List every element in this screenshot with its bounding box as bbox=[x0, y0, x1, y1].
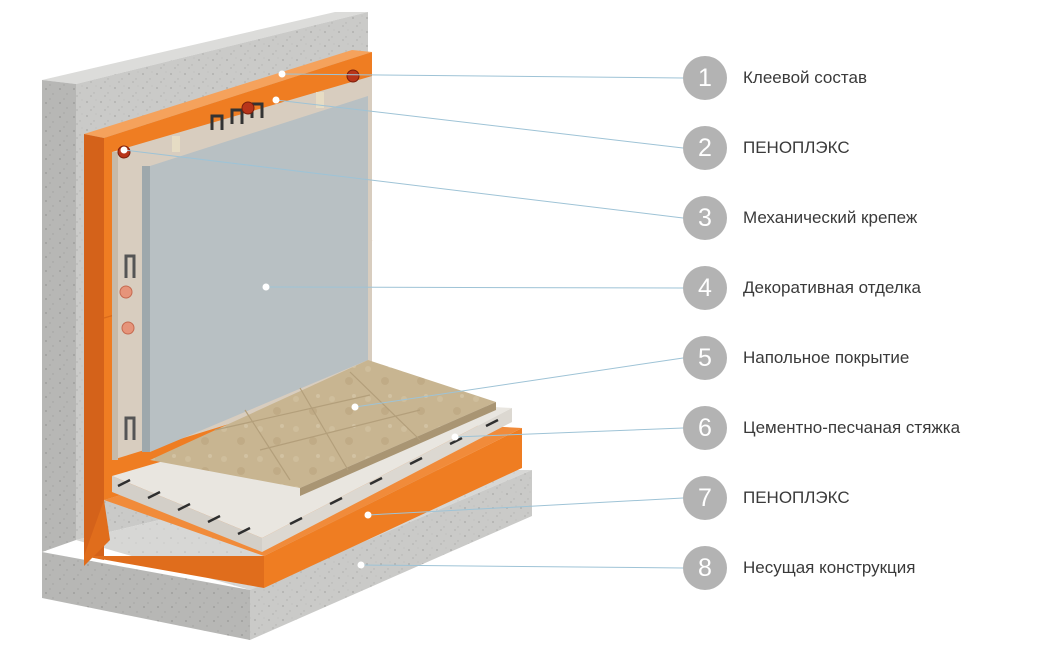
legend-number-badge: 4 bbox=[683, 266, 727, 310]
legend-item-6: 6 Цементно-песчаная стяжка bbox=[683, 406, 1033, 450]
reinforcement-marks bbox=[117, 418, 499, 536]
legend-number-badge: 6 bbox=[683, 406, 727, 450]
legend-label: Клеевой состав bbox=[743, 68, 867, 87]
adhesive-blob bbox=[316, 92, 324, 108]
legend-label: ПЕНОПЛЭКС bbox=[743, 138, 850, 157]
legend-number-badge: 7 bbox=[683, 476, 727, 520]
legend-item-8: 8 Несущая конструкция bbox=[683, 546, 1033, 590]
floor-insulation-front bbox=[84, 556, 264, 588]
floor-covering-edge bbox=[300, 402, 496, 496]
adhesive-edge bbox=[112, 152, 118, 460]
legend-label: Механический крепеж bbox=[743, 208, 918, 227]
decorative-panel bbox=[150, 96, 368, 452]
legend-item-1: 1 Клеевой состав bbox=[683, 56, 1033, 100]
dowel-icon bbox=[119, 285, 133, 299]
dowel-icon bbox=[346, 69, 360, 83]
legend-number-badge: 5 bbox=[683, 336, 727, 380]
screed-right bbox=[262, 408, 512, 552]
legend-number-badge: 8 bbox=[683, 546, 727, 590]
legend-label: ПЕНОПЛЭКС bbox=[743, 488, 850, 507]
legend-label: Напольное покрытие bbox=[743, 348, 910, 367]
legend-item-4: 4 Декоративная отделка bbox=[683, 266, 1033, 310]
legend-item-2: 2 ПЕНОПЛЭКС bbox=[683, 126, 1033, 170]
legend-item-3: 3 Механический крепеж bbox=[683, 196, 1033, 240]
legend-number-badge: 2 bbox=[683, 126, 727, 170]
legend-item-7: 7 ПЕНОПЛЭКС bbox=[683, 476, 1033, 520]
dowel-icon bbox=[121, 321, 135, 335]
screed-front bbox=[112, 476, 262, 552]
fastener-rail bbox=[124, 254, 136, 440]
wall-side-face bbox=[42, 80, 76, 552]
tile-joints bbox=[214, 371, 421, 481]
floor-insulation-left bbox=[84, 500, 110, 566]
legend-label: Декоративная отделка bbox=[743, 278, 921, 297]
wall-insulation-edge bbox=[84, 134, 104, 560]
legend-number-badge: 1 bbox=[683, 56, 727, 100]
slab-front-face bbox=[42, 552, 250, 640]
legend-item-5: 5 Напольное покрытие bbox=[683, 336, 1033, 380]
leader-lines bbox=[123, 73, 684, 569]
dowel-icon bbox=[241, 101, 255, 115]
wall-insulation-top bbox=[84, 50, 372, 138]
wall-top-face bbox=[42, 12, 368, 84]
decorative-panel-edge bbox=[142, 166, 150, 452]
legend-label: Цементно-песчаная стяжка bbox=[743, 418, 961, 437]
slab-right-face bbox=[250, 470, 532, 640]
legend-label: Несущая конструкция bbox=[743, 558, 916, 577]
legend-number-badge: 3 bbox=[683, 196, 727, 240]
floor-covering bbox=[150, 360, 496, 488]
leader-points bbox=[120, 70, 459, 569]
adhesive-blob bbox=[172, 136, 180, 152]
floor-insulation-right bbox=[264, 428, 522, 588]
